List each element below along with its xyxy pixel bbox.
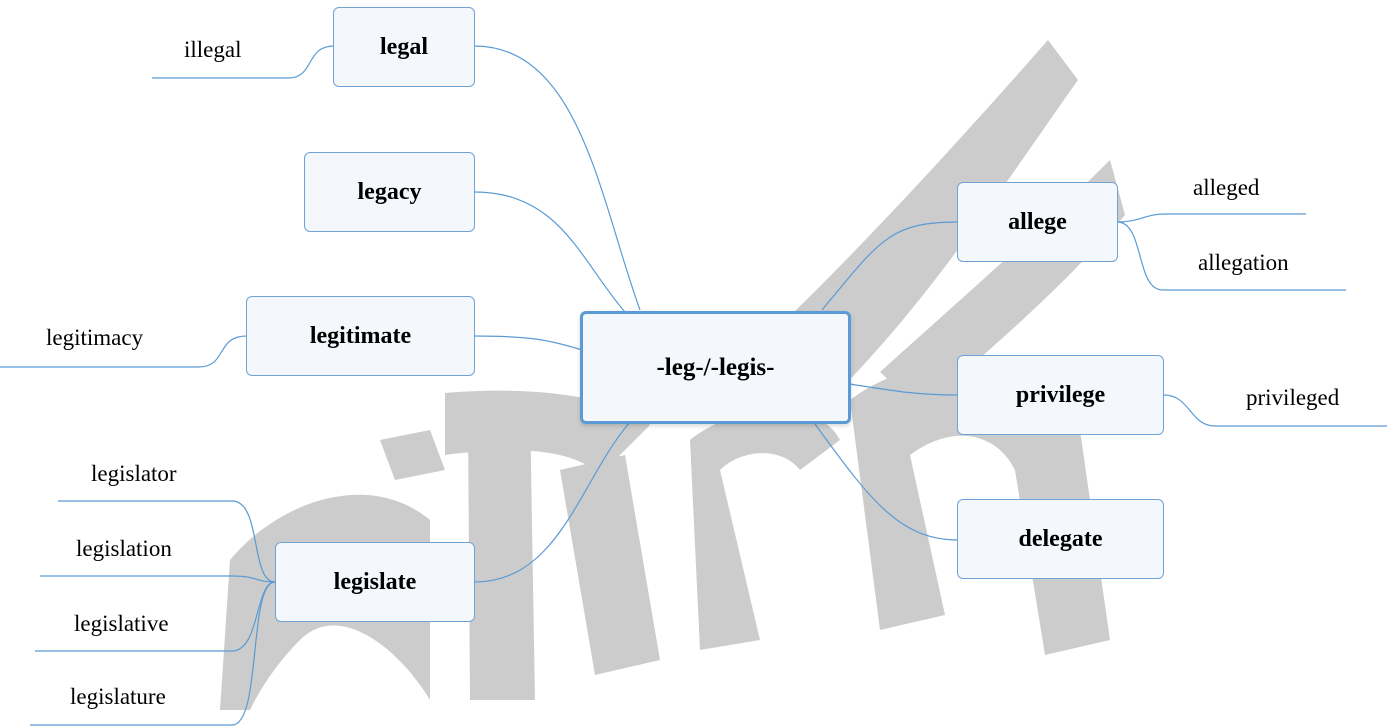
link-delegate bbox=[814, 423, 959, 541]
link-allege bbox=[821, 221, 959, 311]
node-privilege-label: privilege bbox=[1015, 381, 1106, 408]
central-node-label: -leg-/-legis- bbox=[656, 353, 775, 381]
link-legislation bbox=[40, 575, 276, 583]
leaf-legislator[interactable]: legislator bbox=[91, 461, 177, 486]
link-legislate bbox=[473, 421, 631, 583]
node-legacy-label: legacy bbox=[357, 178, 422, 205]
link-allegation bbox=[1116, 221, 1346, 291]
leaf-allegation[interactable]: allegation bbox=[1198, 250, 1289, 275]
leaf-illegal[interactable]: illegal bbox=[184, 37, 242, 62]
node-legal[interactable]: legal bbox=[333, 7, 475, 87]
node-delegate-label: delegate bbox=[1018, 525, 1103, 552]
link-legislature bbox=[30, 581, 276, 726]
central-node[interactable]: -leg-/-legis- bbox=[580, 311, 851, 424]
link-privileged bbox=[1163, 394, 1387, 427]
link-alleged bbox=[1116, 213, 1306, 223]
link-legal bbox=[473, 45, 641, 311]
link-legacy bbox=[473, 191, 626, 313]
leaf-alleged[interactable]: alleged bbox=[1193, 175, 1260, 200]
node-delegate[interactable]: delegate bbox=[957, 499, 1164, 579]
leaf-links bbox=[0, 45, 1387, 726]
node-legislate[interactable]: legislate bbox=[275, 542, 475, 622]
node-allege[interactable]: allege bbox=[957, 182, 1118, 262]
node-privilege[interactable]: privilege bbox=[957, 355, 1164, 435]
leaf-legitimacy[interactable]: legitimacy bbox=[46, 325, 144, 350]
link-legitimate bbox=[473, 335, 583, 351]
link-illegal bbox=[152, 45, 335, 79]
link-legitimacy bbox=[0, 335, 248, 368]
link-privilege bbox=[849, 383, 959, 396]
node-legislate-label: legislate bbox=[333, 568, 417, 595]
watermark-logo bbox=[220, 40, 1125, 710]
link-legislator bbox=[58, 500, 276, 583]
center-links bbox=[473, 45, 959, 583]
node-legitimate-label: legitimate bbox=[309, 322, 412, 349]
node-legal-label: legal bbox=[380, 33, 428, 60]
node-legacy[interactable]: legacy bbox=[304, 152, 475, 232]
node-allege-label: allege bbox=[1008, 208, 1067, 235]
leaf-legislative[interactable]: legislative bbox=[74, 611, 169, 636]
leaf-legislation[interactable]: legislation bbox=[76, 536, 172, 561]
leaf-privileged[interactable]: privileged bbox=[1246, 385, 1340, 410]
leaf-legislature[interactable]: legislature bbox=[70, 684, 166, 709]
node-legitimate[interactable]: legitimate bbox=[246, 296, 475, 376]
